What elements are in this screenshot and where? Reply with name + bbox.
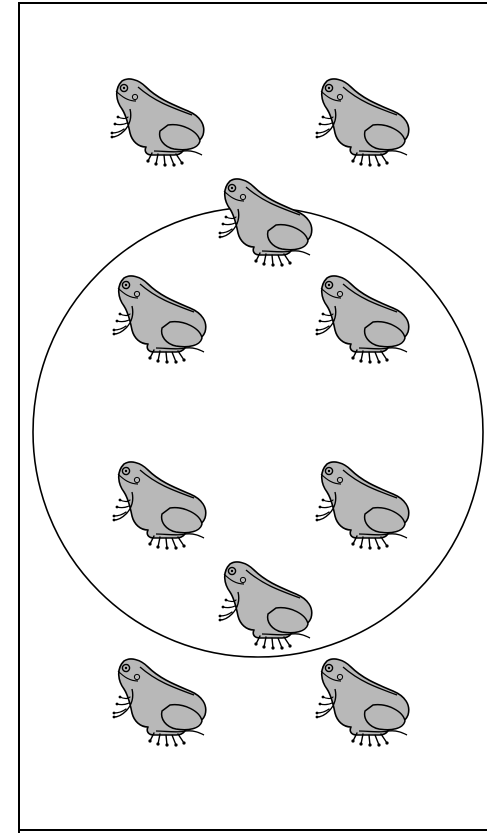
frog-icon xyxy=(316,79,409,167)
frog-icon xyxy=(113,659,206,747)
frog-icon xyxy=(316,276,409,364)
frog-icon xyxy=(219,562,312,650)
frog-icon xyxy=(113,462,206,550)
frog-icon xyxy=(316,659,409,747)
frog-icon xyxy=(111,79,204,167)
frog-icon xyxy=(113,276,206,364)
frog-icon xyxy=(316,462,409,550)
frame-border xyxy=(18,3,487,833)
frog-icon xyxy=(219,179,312,267)
